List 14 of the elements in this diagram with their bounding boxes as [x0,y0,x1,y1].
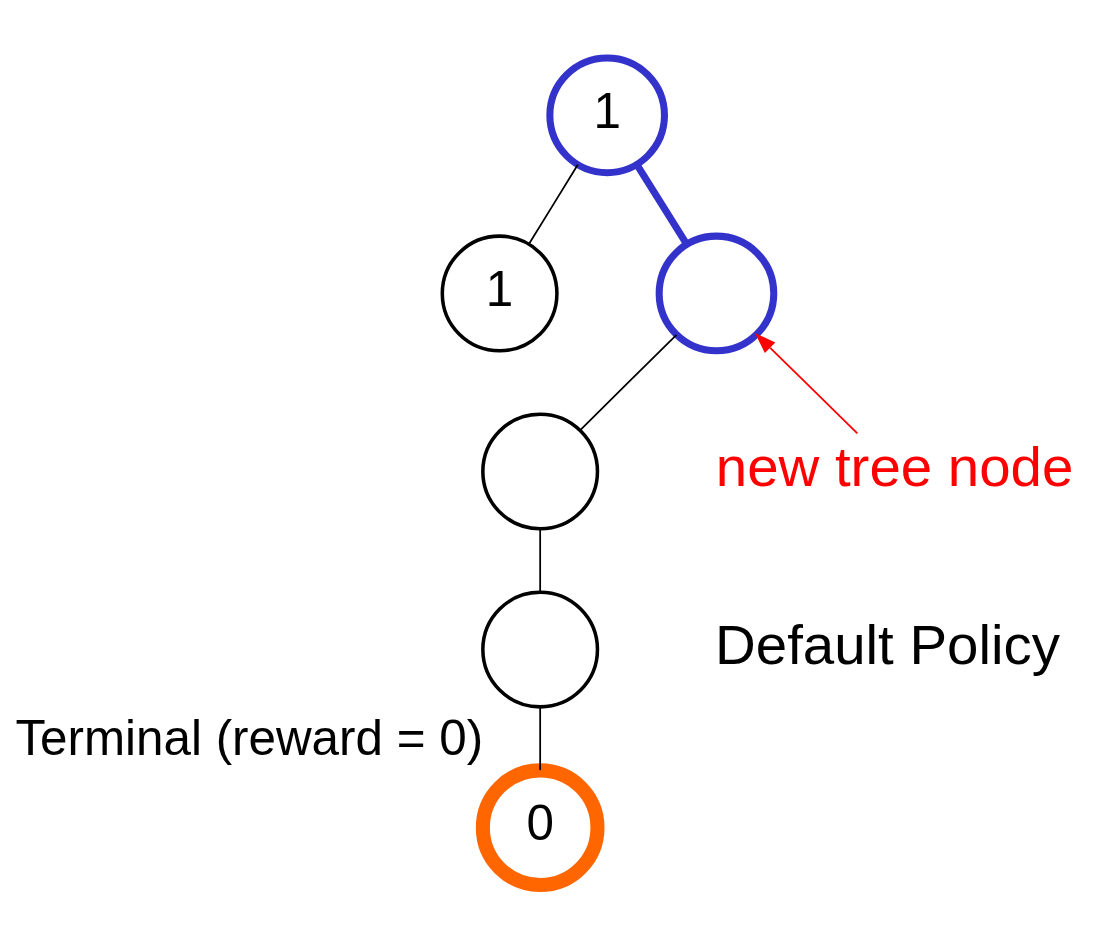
connector [528,163,579,245]
connector [634,162,690,246]
connector [539,705,542,771]
label: Default Policy [715,612,1060,676]
node-text: new tree node [715,434,1074,498]
connector [539,527,542,593]
node-circle: 0 [475,762,605,892]
node-circle [481,411,600,531]
node-circle: 1 [440,233,559,352]
node-label: Terminal (reward = 0) [15,709,484,765]
arrow [754,332,859,434]
node-circle: 1 [546,54,668,176]
connector [579,333,678,431]
node-circle [481,590,600,709]
